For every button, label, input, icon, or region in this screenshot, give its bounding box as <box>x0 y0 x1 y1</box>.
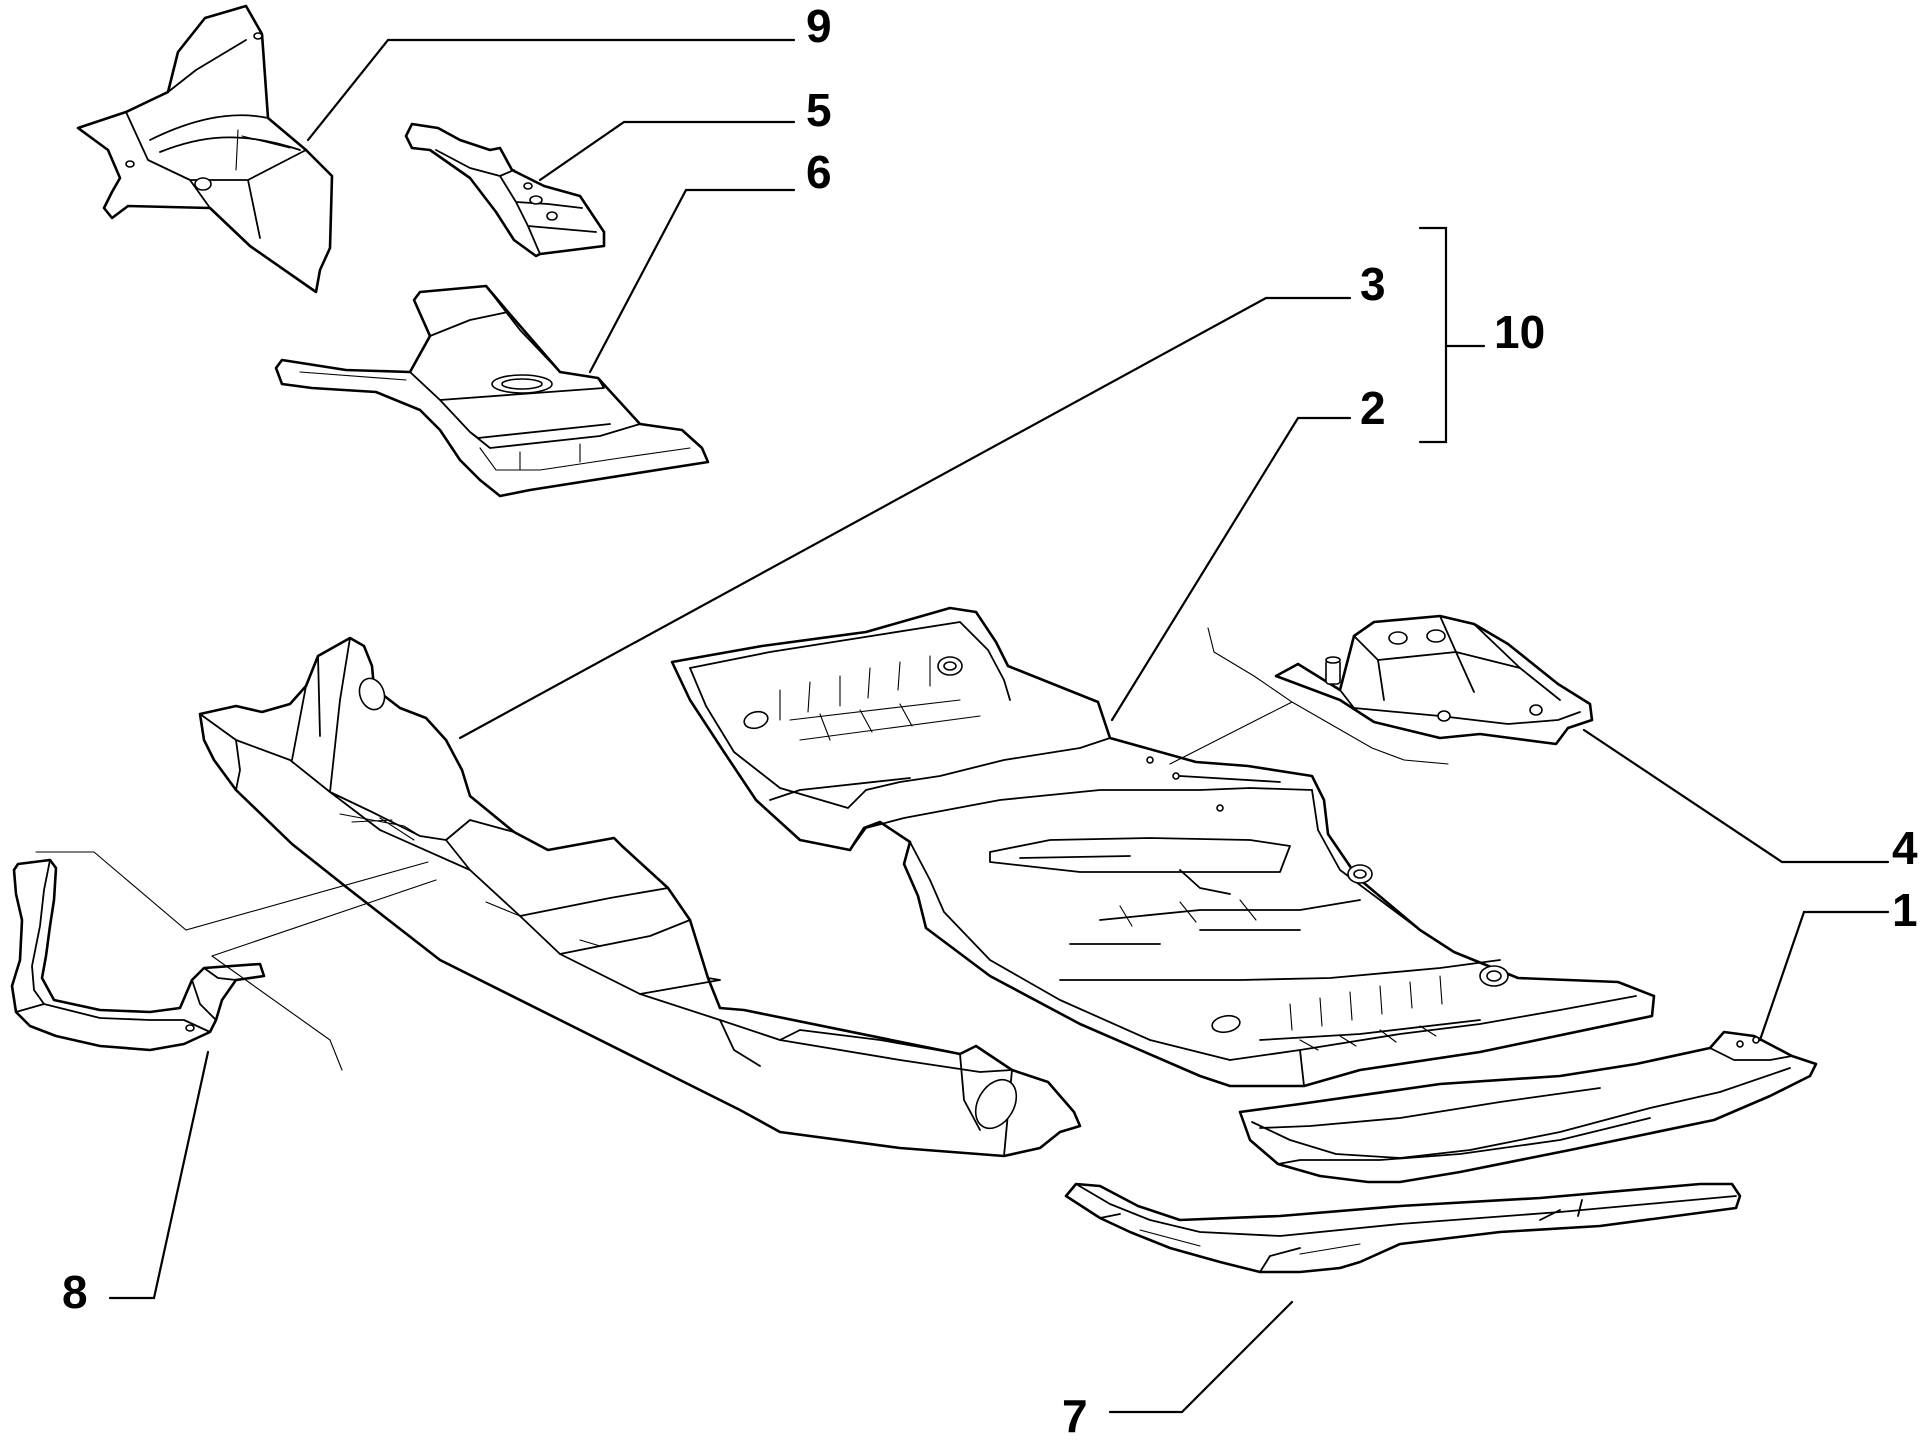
part-3-floor-tunnel <box>198 636 1082 1158</box>
part-1-side-sill <box>1238 1030 1818 1184</box>
part-8-lower-bracket <box>10 858 266 1052</box>
callout-1: 1 <box>1892 884 1918 936</box>
callout-6: 6 <box>806 146 832 198</box>
callout-8: 8 <box>62 1266 88 1318</box>
part-7-sill-reinforcement <box>1064 1182 1742 1274</box>
callout-5: 5 <box>806 84 832 136</box>
callout-7: 7 <box>1062 1390 1088 1442</box>
part-5-bracket <box>404 122 606 258</box>
callout-labels: 9 5 6 3 10 2 4 1 8 7 <box>62 0 1918 1442</box>
part-2-floor-panel <box>670 606 1656 1088</box>
leader-lines <box>108 38 1890 1414</box>
callout-2: 2 <box>1360 382 1386 434</box>
part-9-wheelarch-panel <box>76 4 334 294</box>
callout-10: 10 <box>1494 306 1545 358</box>
reference-lines <box>35 627 1449 1071</box>
part-4-rear-bracket <box>1274 614 1594 746</box>
callout-3: 3 <box>1360 258 1386 310</box>
part-6-front-member <box>274 284 710 498</box>
callout-4: 4 <box>1892 822 1918 874</box>
callout-9: 9 <box>806 0 832 52</box>
